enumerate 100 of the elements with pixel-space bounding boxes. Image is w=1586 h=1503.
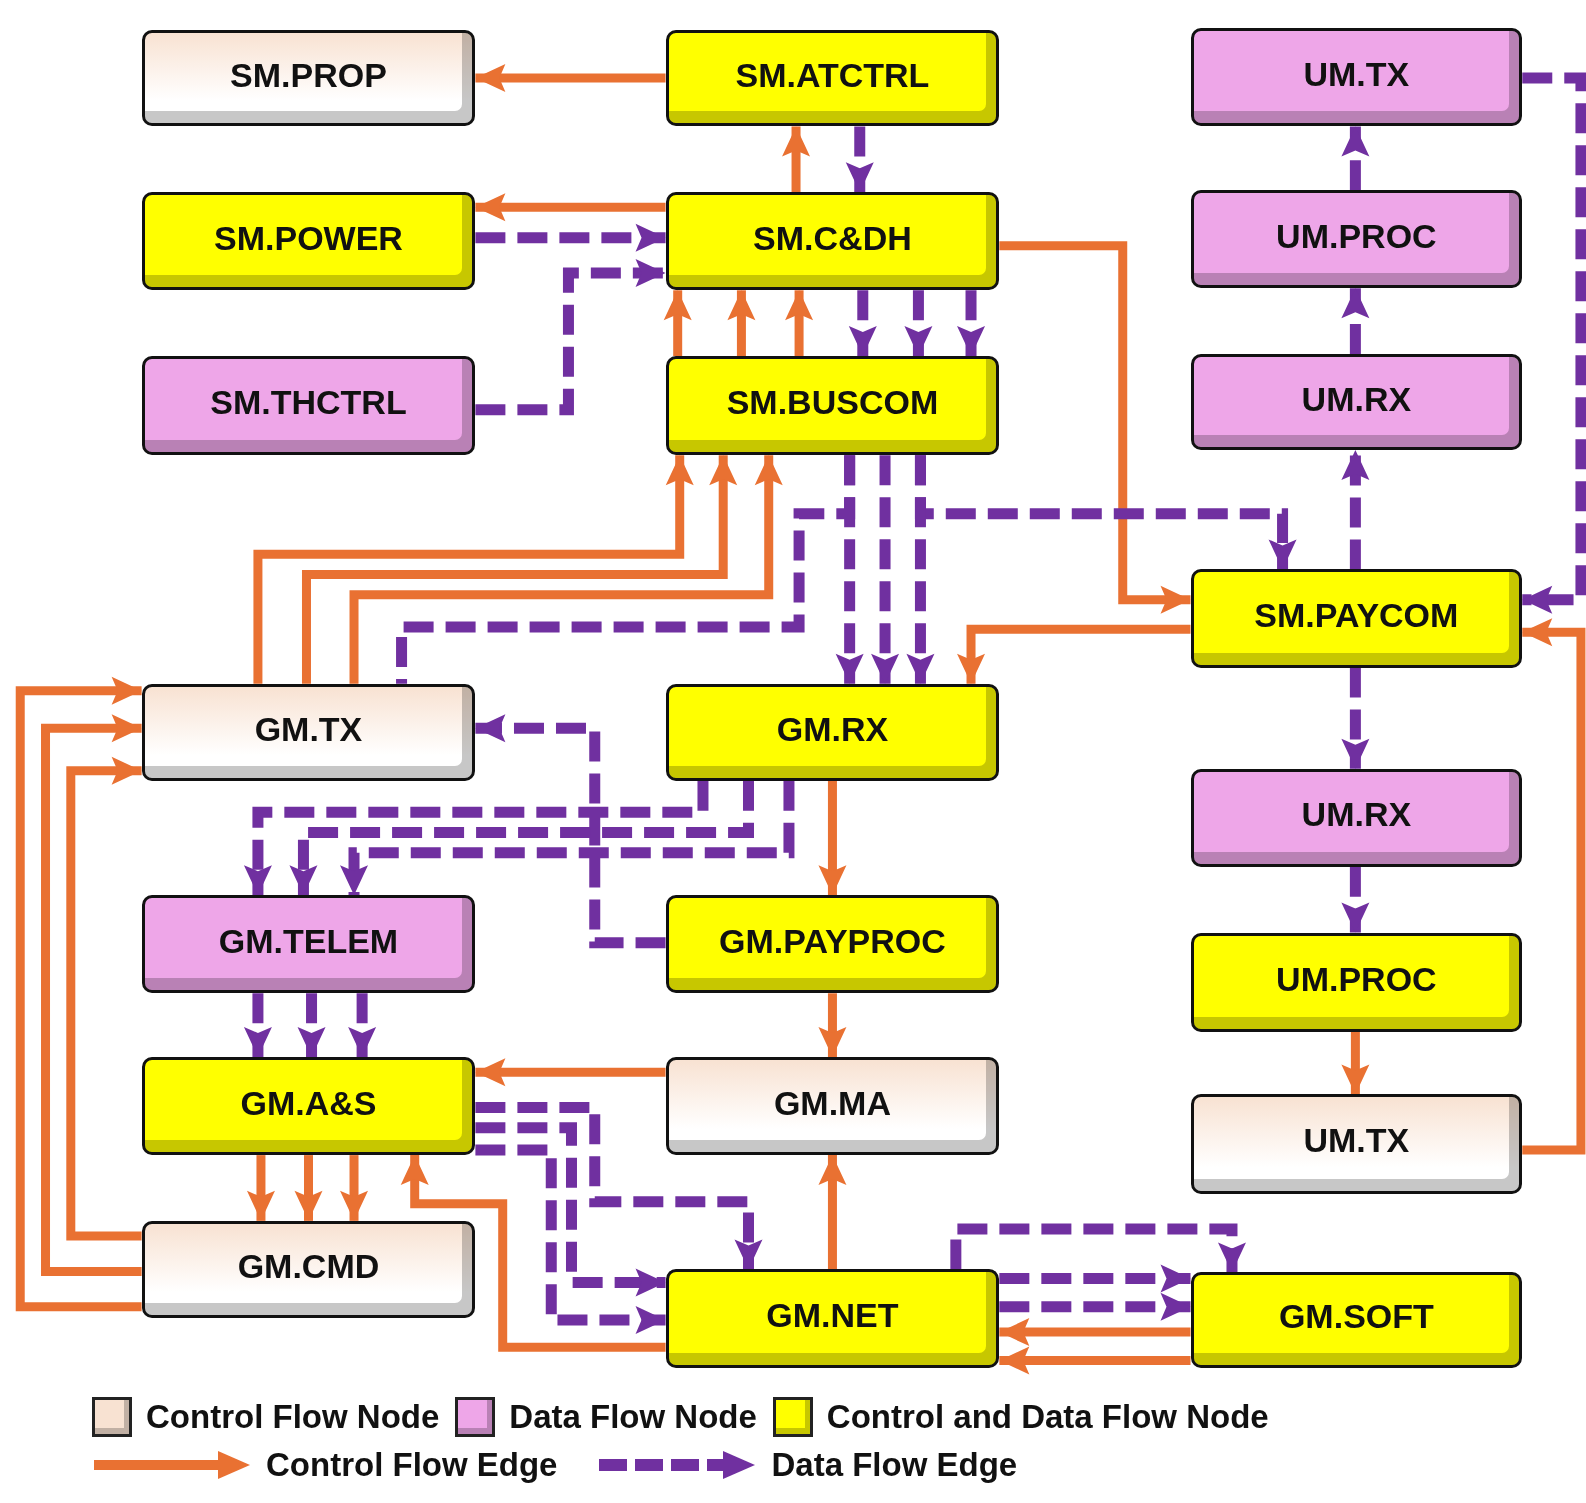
dashed-arrow [950,1223,1246,1273]
arrow [1341,1031,1370,1095]
legend-label: Control Flow Edge [266,1446,558,1484]
node-label: SM.PAYCOM [1254,596,1459,636]
node-label: SM.THCTRL [210,383,407,424]
process-box [141,192,476,291]
dashed-arrow [475,1122,666,1297]
process-box [665,356,1000,456]
arrow [475,63,666,92]
arrow [818,993,847,1057]
process-box [1190,1094,1523,1194]
arrow [340,1155,368,1221]
process-box [1190,190,1523,289]
node-label: GM.TELEM [218,921,399,962]
node-label: UM.RX [1301,379,1412,420]
arrow [782,126,811,193]
dashed-arrow [475,1102,763,1270]
process-box [1190,768,1523,867]
legend-label: Control and Data Flow Node [826,1398,1269,1436]
dashed-arrow [475,259,666,416]
dashed-arrow [957,290,985,357]
node-label: SM.PROP [230,55,387,96]
dashed-arrow [1522,72,1586,614]
dashed-arrow [1341,866,1370,933]
process-box [141,895,476,994]
process-box [665,895,1000,994]
dashed-arrow [340,780,795,896]
dashed-arrow [1341,126,1370,191]
node-label: GM.PAYPROC [719,921,946,962]
node-label: GM.RX [776,709,889,750]
process-box [141,356,476,456]
legend-label: Control Flow Node [146,1398,440,1436]
arrow [1522,618,1586,1155]
dashed-arrow [297,993,326,1057]
node-label: GM.SOFT [1278,1297,1434,1338]
arrow [349,455,783,684]
process-box [141,1220,476,1318]
dashed-arrow [848,290,877,357]
process-box [141,1057,476,1156]
node-label: UM.TX [1303,54,1410,95]
node-label: GM.CMD [237,1246,380,1287]
node-label: GM.NET [766,1295,899,1336]
process-box [1190,932,1523,1032]
node-label: UM.TX [1303,1121,1410,1162]
dashed-arrow [243,993,272,1057]
process-box [141,683,476,781]
dashed-arrow [475,1144,666,1334]
arrow [15,676,142,1312]
arrow [475,193,666,222]
dashed-arrow [1341,450,1370,570]
process-box [1190,354,1523,451]
dashed-arrow [999,1264,1191,1293]
arrow [999,1346,1191,1375]
node-label: GM.A&S [240,1083,377,1124]
dashed-arrow [1341,288,1370,354]
process-box [665,1057,1000,1156]
process-box [1190,569,1523,668]
arrow [294,1155,323,1221]
dashed-arrow [871,455,900,684]
arrow [66,756,142,1241]
arrow [41,714,142,1276]
node-label: GM.TX [254,709,363,750]
process-box [141,30,476,127]
node-label: UM.PROC [1276,216,1437,257]
dashed-arrow [243,780,709,896]
arrow [818,1155,847,1270]
dashed-arrow [289,780,754,896]
process-box [1190,1272,1523,1368]
arrow [663,290,692,357]
arrow [957,624,1191,684]
dashed-arrow [475,714,666,949]
arrow [999,241,1191,614]
dashed-arrow [999,1292,1191,1321]
node-label: UM.PROC [1276,959,1437,1000]
arrow [302,455,738,684]
legend-label: Data Flow Node [509,1398,757,1436]
arrow [253,455,694,684]
dashed-arrow [348,993,377,1057]
process-box [665,1269,1000,1368]
arrow [475,1058,666,1087]
arrow [400,1155,666,1352]
dashed-arrow [904,290,933,357]
dashed-arrow [1341,667,1370,769]
node-label: UM.RX [1301,795,1412,836]
node-label: SM.C&DH [753,218,912,259]
dashed-arrow [845,126,874,193]
process-box [1190,28,1523,127]
dashed-arrow [475,223,666,252]
arrow [818,780,847,896]
arrow [999,1318,1191,1347]
process-box [665,683,1000,781]
node-label: SM.BUSCOM [726,383,939,424]
node-label: SM.ATCTRL [735,55,930,96]
process-box [665,30,1000,127]
node-label: GM.MA [773,1083,891,1124]
legend-label: Data Flow Edge [771,1446,1018,1484]
process-box [665,192,1000,291]
arrow [727,290,756,357]
node-label: SM.POWER [214,218,403,259]
arrow [785,290,814,357]
